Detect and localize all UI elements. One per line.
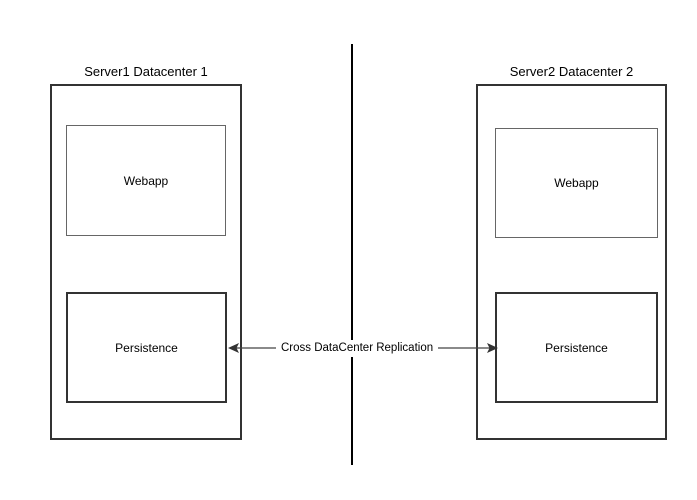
server1-persistence-box[interactable]: Persistence: [66, 292, 227, 403]
server1-webapp-box[interactable]: Webapp: [66, 125, 226, 236]
server2-persistence-box[interactable]: Persistence: [495, 292, 658, 403]
arrowhead-left-icon: [228, 343, 239, 353]
server2-persistence-label: Persistence: [545, 340, 608, 355]
server1-persistence-label: Persistence: [115, 340, 178, 355]
server1-webapp-label: Webapp: [123, 173, 169, 188]
server1-title: Server1 Datacenter 1: [84, 64, 208, 79]
replication-label: Cross DataCenter Replication: [276, 340, 439, 357]
server2-title: Server2 Datacenter 2: [509, 64, 634, 79]
arrowhead-right-icon: [487, 343, 498, 353]
server2-webapp-box[interactable]: Webapp: [495, 128, 658, 238]
datacenter-boundary-line: [351, 44, 353, 465]
server2-webapp-label: Webapp: [554, 176, 599, 190]
